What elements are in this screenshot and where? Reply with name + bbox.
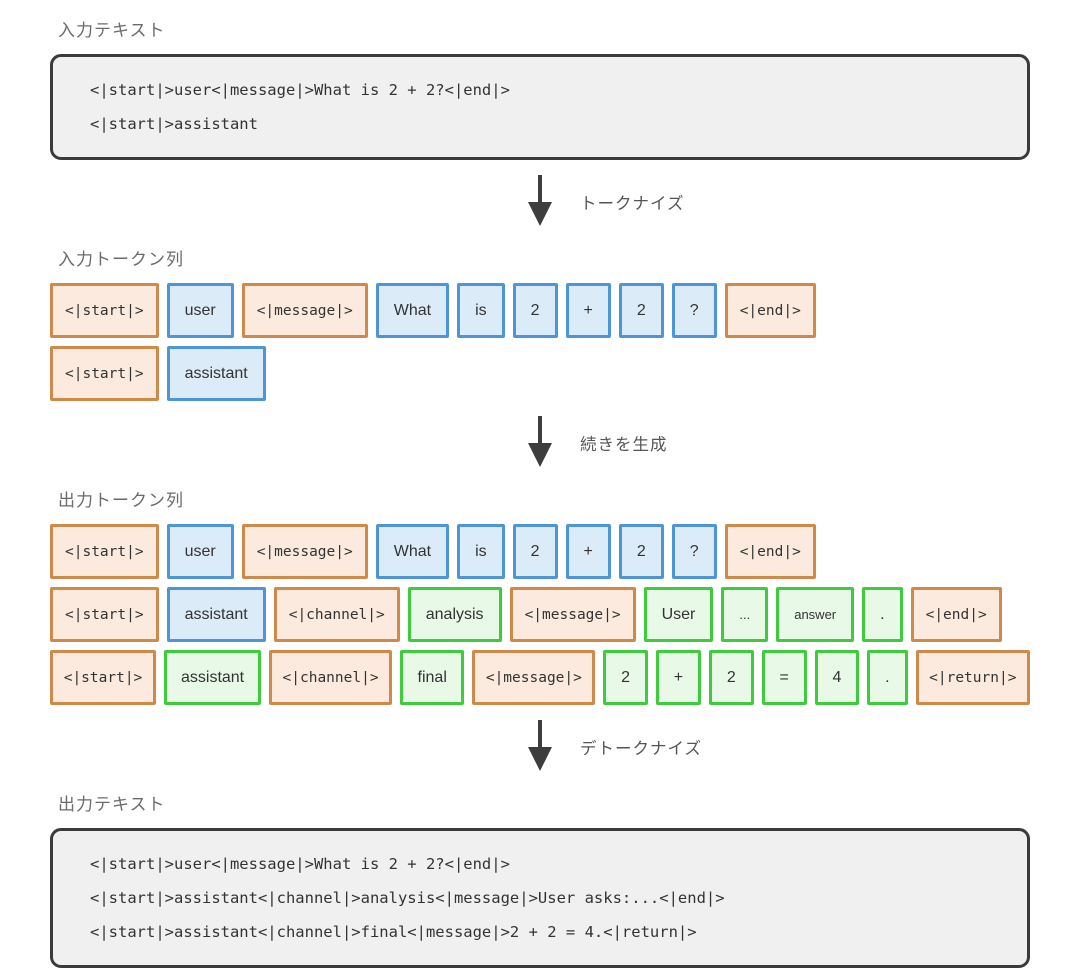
output-text-label: 出力テキスト — [58, 795, 166, 814]
token-prompt: + — [565, 283, 611, 338]
token-special: <|start|> — [50, 283, 159, 338]
token-generated: = — [761, 650, 807, 705]
token-generated: final — [400, 650, 465, 705]
code-line: <|start|>user<|message|>What is 2 + 2?<|… — [90, 81, 510, 99]
token-prompt: is — [457, 524, 505, 579]
token-special: <|return|> — [915, 650, 1031, 705]
token-special: <|start|> — [50, 650, 157, 705]
token-prompt: 2 — [618, 283, 664, 338]
generate-step-label: 続きを生成 — [580, 435, 668, 454]
token-generated: 2 — [603, 650, 648, 705]
token-special: <|channel|> — [269, 650, 392, 705]
token-generated: assistant — [164, 650, 262, 705]
code-line: <|start|>assistant<|channel|>final<|mess… — [90, 923, 697, 941]
input-tokens-label: 入力トークン列 — [58, 250, 184, 269]
generate-step: 続きを生成 — [50, 414, 1030, 474]
detokenize-step: デトークナイズ — [50, 718, 1030, 778]
token-generated: + — [655, 650, 701, 705]
code-line: <|start|>user<|message|>What is 2 + 2?<|… — [90, 855, 510, 873]
token-row: <|start|>assistant<|channel|>analysis<|m… — [50, 587, 1030, 642]
token-generated: User — [643, 587, 714, 642]
input-text-box: <|start|>user<|message|>What is 2 + 2?<|… — [50, 54, 1030, 160]
input-text-label: 入力テキスト — [58, 21, 166, 40]
code-line: <|start|>assistant — [90, 115, 258, 133]
token-prompt: assistant — [166, 346, 266, 401]
token-prompt: user — [166, 524, 234, 579]
token-special: <|message|> — [509, 587, 636, 642]
token-special: <|message|> — [472, 650, 596, 705]
token-generated: . — [862, 587, 903, 642]
token-special: <|start|> — [50, 524, 159, 579]
down-arrow-icon — [528, 720, 552, 771]
token-special: <|end|> — [724, 524, 816, 579]
token-generated: answer — [776, 587, 855, 642]
down-arrow-icon — [528, 416, 552, 467]
tokenize-step: トークナイズ — [50, 173, 1030, 233]
token-special: <|start|> — [50, 346, 159, 401]
token-row: <|start|>assistant — [50, 346, 1030, 401]
token-generated: ... — [721, 587, 769, 642]
token-special: <|message|> — [241, 524, 368, 579]
token-prompt: user — [166, 283, 234, 338]
token-prompt: 2 — [512, 283, 558, 338]
tokenize-step-label: トークナイズ — [580, 194, 685, 213]
token-prompt: is — [457, 283, 505, 338]
down-arrow-icon — [528, 175, 552, 226]
token-special: <|end|> — [910, 587, 1002, 642]
token-special: <|start|> — [50, 587, 159, 642]
token-prompt: assistant — [166, 587, 266, 642]
token-row: <|start|>assistant<|channel|>final<|mess… — [50, 650, 1031, 705]
token-prompt: ? — [671, 524, 717, 579]
token-prompt: 2 — [618, 524, 664, 579]
token-special: <|message|> — [241, 283, 368, 338]
detokenize-step-label: デトークナイズ — [580, 739, 703, 758]
token-generated: 2 — [708, 650, 754, 705]
code-line: <|start|>assistant<|channel|>analysis<|m… — [90, 889, 725, 907]
output-text-box: <|start|>user<|message|>What is 2 + 2?<|… — [50, 828, 1030, 968]
token-generated: analysis — [407, 587, 502, 642]
token-prompt: What — [375, 524, 450, 579]
token-prompt: + — [565, 524, 611, 579]
output-tokens-label: 出力トークン列 — [58, 491, 184, 510]
token-generated: 4 — [814, 650, 860, 705]
token-prompt: 2 — [512, 524, 558, 579]
token-prompt: ? — [671, 283, 717, 338]
token-prompt: What — [375, 283, 450, 338]
token-special: <|channel|> — [273, 587, 400, 642]
token-special: <|end|> — [724, 283, 816, 338]
token-generated: . — [867, 650, 908, 705]
